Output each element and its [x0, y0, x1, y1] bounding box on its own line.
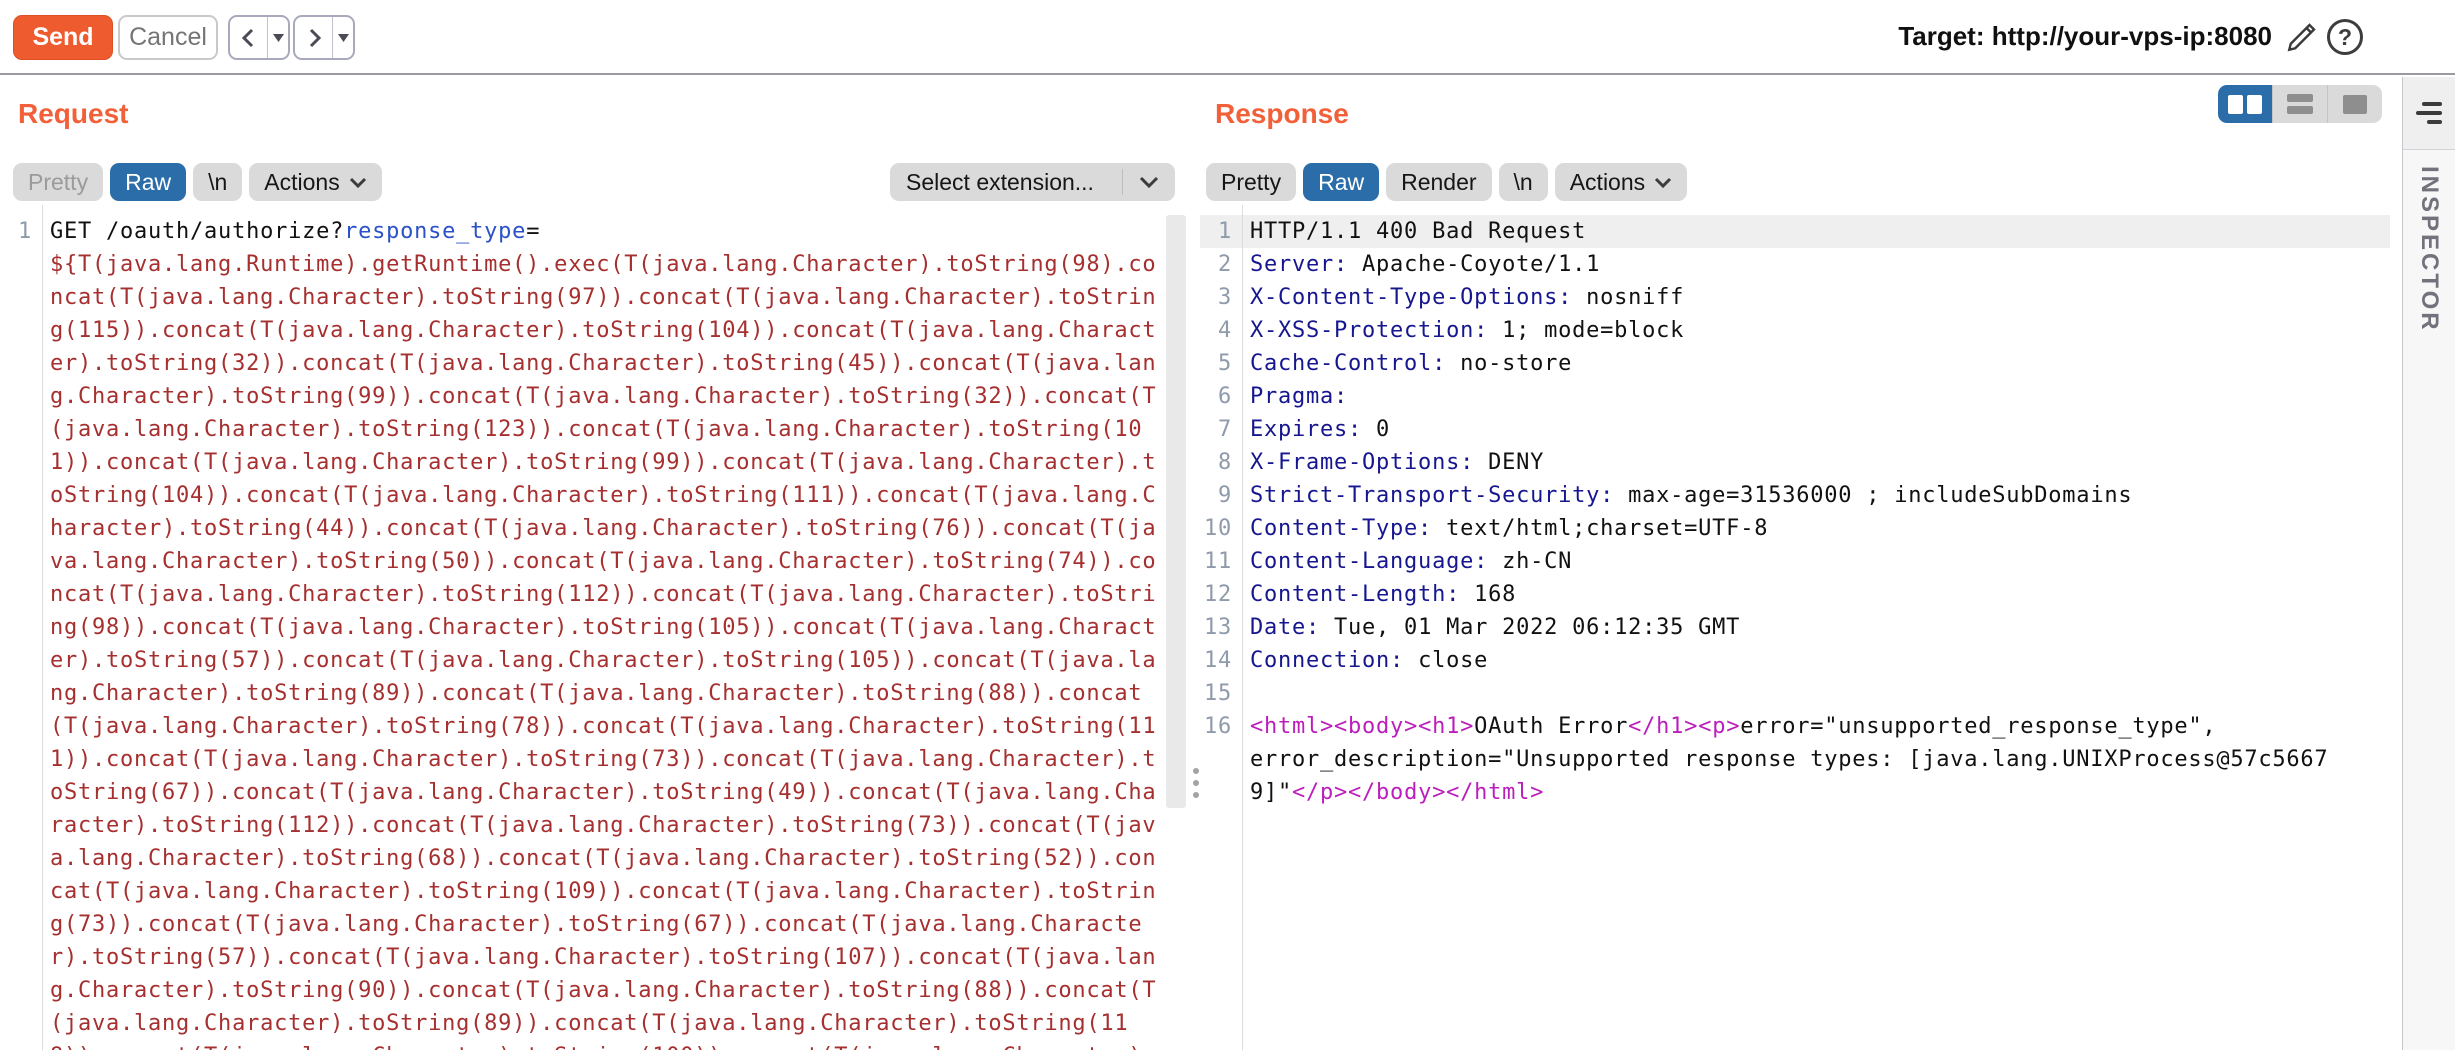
question-icon: ?: [2337, 23, 2353, 50]
history-back-button[interactable]: [228, 15, 290, 60]
chevron-down-icon: [1123, 176, 1175, 188]
chevron-down-icon: [349, 177, 366, 188]
select-extension-dropdown[interactable]: Select extension...: [890, 163, 1175, 201]
request-tab-newline[interactable]: \n: [193, 163, 243, 201]
editor-line: 15: [1203, 681, 1232, 706]
edit-target-button[interactable]: [2283, 18, 2321, 56]
response-actions-menu[interactable]: Actions: [1554, 163, 1688, 201]
request-actions-menu[interactable]: Actions: [249, 163, 382, 201]
target-display: Target: http://your-vps-ip:8080: [1898, 0, 2272, 73]
request-tab-bar: Pretty Raw \n Actions: [13, 163, 382, 201]
inspector-tab[interactable]: INSPECTOR: [2403, 166, 2455, 333]
gutter-separator: [1242, 205, 1243, 1050]
response-actions-label: Actions: [1569, 168, 1646, 195]
dropdown-divider: [1122, 169, 1123, 195]
split-columns-icon[interactable]: [2218, 85, 2272, 123]
back-dropdown-caret[interactable]: [267, 17, 288, 58]
response-panel-title: Response: [1215, 98, 1349, 129]
panel-splitter-handle[interactable]: [1189, 763, 1203, 803]
send-button[interactable]: Send: [13, 15, 113, 60]
request-tab-raw[interactable]: Raw: [110, 163, 187, 201]
response-tab-pretty[interactable]: Pretty: [1206, 163, 1297, 201]
target-url: http://your-vps-ip:8080: [1991, 21, 2272, 51]
split-rows-icon[interactable]: [2272, 85, 2327, 123]
pencil-icon: [2287, 23, 2316, 52]
inspector-label: INSPECTOR: [2416, 166, 2443, 333]
response-tab-bar: Pretty Raw Render \n Actions: [1206, 163, 1688, 201]
inspector-rail: INSPECTOR: [2402, 77, 2455, 1050]
request-panel-title: Request: [18, 98, 129, 129]
chevron-right-icon: [295, 17, 332, 58]
help-button[interactable]: ?: [2327, 19, 2363, 55]
cancel-button[interactable]: Cancel: [118, 15, 218, 60]
gutter-separator: [42, 205, 43, 1050]
collapse-icon: [2416, 102, 2442, 124]
history-forward-button[interactable]: [293, 15, 355, 60]
target-label: Target:: [1898, 21, 1985, 51]
select-extension-label: Select extension...: [906, 168, 1094, 195]
single-pane-icon[interactable]: [2327, 85, 2382, 123]
chevron-left-icon: [230, 17, 267, 58]
response-view-toggle-group: [2218, 85, 2382, 123]
request-actions-label: Actions: [264, 168, 340, 195]
chevron-down-icon: [1655, 177, 1672, 188]
forward-dropdown-caret[interactable]: [332, 17, 353, 58]
response-tab-raw[interactable]: Raw: [1303, 163, 1380, 201]
inspector-toggle-button[interactable]: [2403, 77, 2455, 150]
top-toolbar: Send Cancel Target: http://your-vps-ip:8…: [0, 0, 2455, 75]
editor-line: 16<html><body><h1>OAuth Error</h1><p>err…: [1203, 714, 2329, 805]
request-scrollbar-thumb[interactable]: [1166, 215, 1186, 808]
request-tab-pretty[interactable]: Pretty: [13, 163, 104, 201]
response-tab-newline[interactable]: \n: [1498, 163, 1548, 201]
response-tab-render[interactable]: Render: [1386, 163, 1492, 201]
